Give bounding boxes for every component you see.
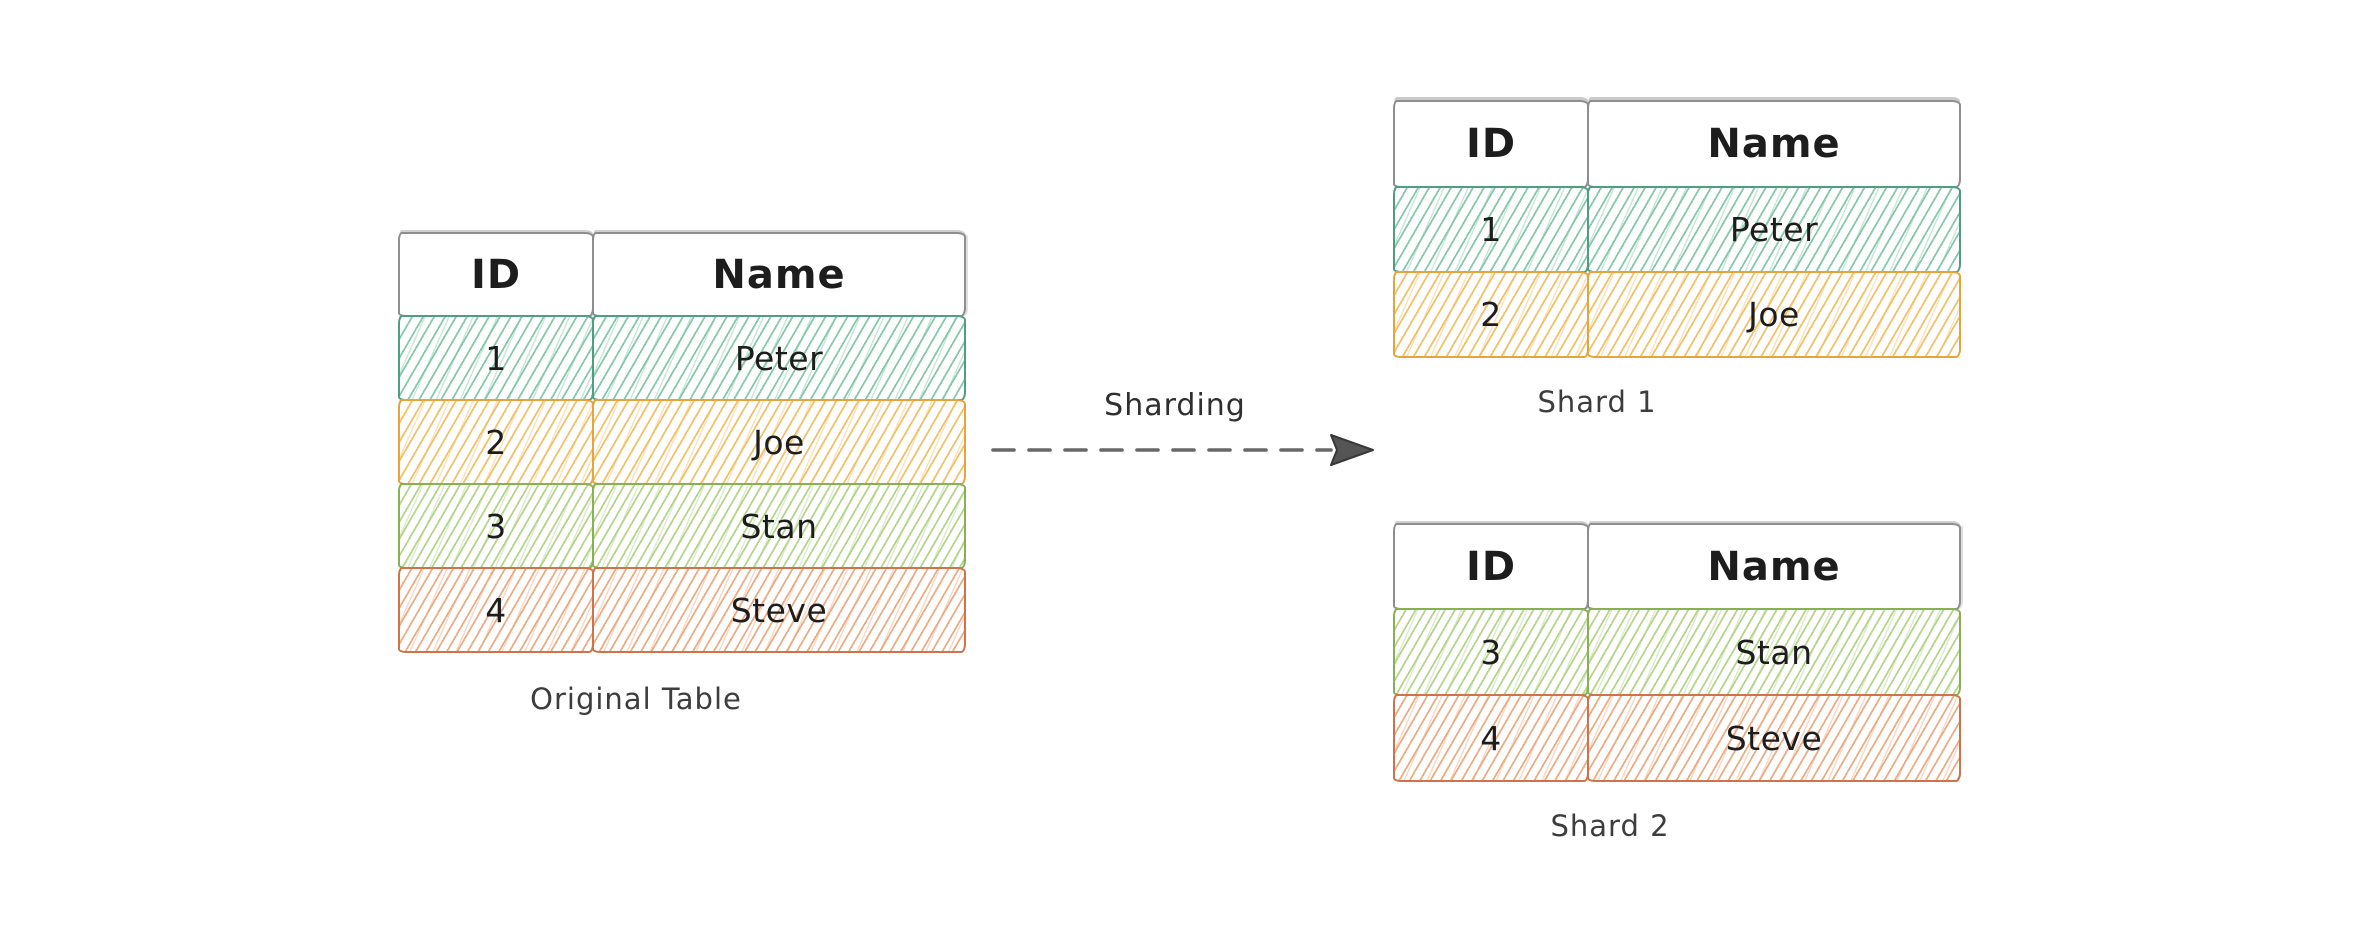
table-row: 2 Joe xyxy=(398,399,966,485)
sharding-arrow xyxy=(991,434,1374,466)
cell-name: Joe xyxy=(1587,271,1961,358)
table-row: 1 Peter xyxy=(398,315,966,401)
column-header-name: Name xyxy=(592,232,966,317)
table-header-row: ID Name xyxy=(1393,100,1961,188)
arrow-right-icon xyxy=(1330,434,1374,466)
cell-name: Stan xyxy=(592,483,966,569)
column-header-id: ID xyxy=(1393,100,1589,188)
table-row: 3 Stan xyxy=(1393,608,1961,696)
table-header-row: ID Name xyxy=(1393,523,1961,610)
cell-id: 4 xyxy=(1393,694,1589,782)
table-row: 3 Stan xyxy=(398,483,966,569)
cell-id: 4 xyxy=(398,567,594,653)
cell-id: 2 xyxy=(398,399,594,485)
table-row: 4 Steve xyxy=(398,567,966,653)
table-header-row: ID Name xyxy=(398,232,966,317)
arrow-label: Sharding xyxy=(1104,388,1246,423)
cell-name: Peter xyxy=(1587,186,1961,273)
column-header-id: ID xyxy=(1393,523,1589,610)
cell-name: Steve xyxy=(1587,694,1961,782)
cell-id: 3 xyxy=(1393,608,1589,696)
column-header-name: Name xyxy=(1587,523,1961,610)
table-row: 4 Steve xyxy=(1393,694,1961,782)
cell-name: Joe xyxy=(592,399,966,485)
table-caption: Shard 2 xyxy=(1550,809,1670,843)
cell-id: 1 xyxy=(1393,186,1589,273)
table-row: 1 Peter xyxy=(1393,186,1961,273)
shard1-table: ID Name 1 Peter 2 Joe xyxy=(1393,100,1961,358)
cell-name: Peter xyxy=(592,315,966,401)
cell-id: 2 xyxy=(1393,271,1589,358)
cell-name: Steve xyxy=(592,567,966,653)
column-header-id: ID xyxy=(398,232,594,317)
cell-name: Stan xyxy=(1587,608,1961,696)
column-header-name: Name xyxy=(1587,100,1961,188)
table-caption: Shard 1 xyxy=(1537,385,1657,419)
table-row: 2 Joe xyxy=(1393,271,1961,358)
table-caption: Original Table xyxy=(530,682,742,716)
cell-id: 3 xyxy=(398,483,594,569)
cell-id: 1 xyxy=(398,315,594,401)
original-table: ID Name 1 Peter 2 Joe 3 Stan 4 Steve xyxy=(398,232,966,653)
shard2-table: ID Name 3 Stan 4 Steve xyxy=(1393,523,1961,782)
